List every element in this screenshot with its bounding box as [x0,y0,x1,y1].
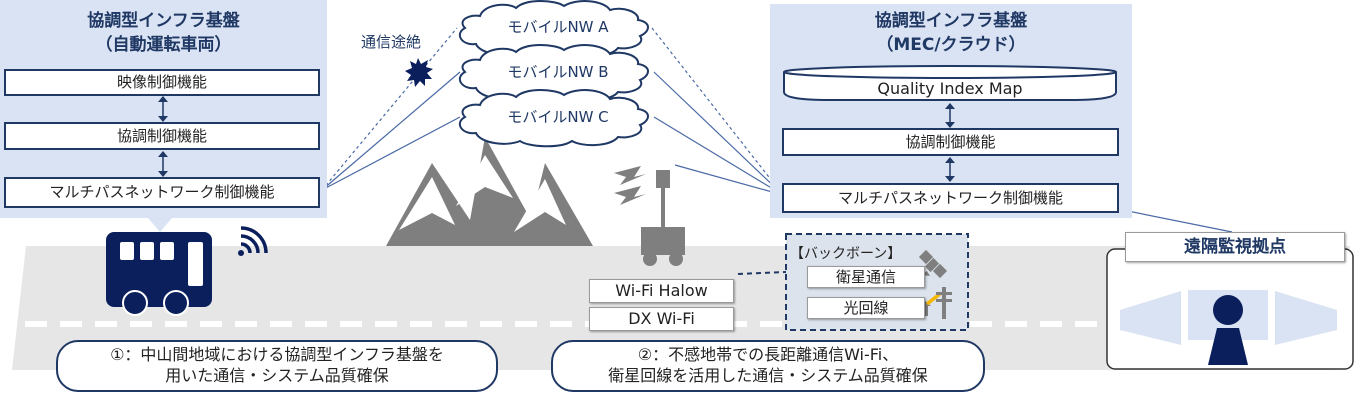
backbone-title: 【バックボーン】 [790,246,902,262]
left-panel-title: 協調型インフラ基盤 [87,11,240,31]
lightning-icon [614,166,646,205]
cloud-shapes [458,0,649,148]
panel-pointer [148,218,172,232]
operator-person-icon [1208,295,1248,365]
mobile-nw-a-label: モバイルNW A [507,18,609,36]
wireless-signal-icon [238,226,268,256]
outage-burst-icon [405,58,433,87]
satellite-comm-box: 衛星通信 [807,266,925,288]
bus-icon [106,232,212,316]
multipath-control-box-right: マルチパスネットワーク制御機能 [782,183,1119,213]
multipath-control-box-left: マルチパスネットワーク制御機能 [4,177,320,208]
outage-label: 通信途絶 [361,33,422,51]
objective-1-line2: 用いた通信・システム品質確保 [165,366,389,385]
objective-2-pill: ②：不感地帯での長距離通信Wi-Fi、 衛星回線を活用した通信・システム品質確保 [551,340,985,392]
right-infra-panel [770,4,1132,218]
cooperative-control-box-left: 協調制御機能 [4,122,320,150]
mountain-icon [386,137,593,246]
dx-wifi-box: DX Wi-Fi [589,307,734,331]
cooperative-control-box-right: 協調制御機能 [782,128,1119,156]
left-panel-subtitle: （自動運転車両） [95,35,232,55]
wifi-halow-box: Wi-Fi Halow [589,279,734,303]
objective-1-line1: ①：中山間地域における協調型インフラ基盤を [110,345,444,364]
right-panel-shapes [783,65,1117,182]
objective-2-line2: 衛星回線を活用した通信・システム品質確保 [608,366,928,385]
backbone-connector [737,271,787,275]
quality-index-map-db: Quality Index Map [877,79,1023,98]
wifi-station-robot-icon [641,170,685,266]
mobile-nw-b-label: モバイルNW B [507,63,609,81]
objective-2-line1: ②：不感地帯での長距離通信Wi-Fi、 [637,345,899,364]
objective-1-pill: ①：中山間地域における協調型インフラ基盤を 用いた通信・システム品質確保 [56,340,498,392]
right-panel-subtitle: （MEC/クラウド） [876,35,1026,55]
left-panel-arrows [158,96,168,177]
link-lines-left [321,27,461,191]
database-cylinder-icon [783,65,1117,101]
right-panel-title: 協調型インフラ基盤 [874,11,1028,31]
video-control-box: 映像制御機能 [4,69,320,96]
mobile-nw-c-label: モバイルNW C [507,108,609,126]
cloud-c-shape [458,89,649,148]
fiber-line-box: 光回線 [807,297,925,319]
remote-monitoring-site-title: 遠隔監視拠点 [1125,232,1345,262]
